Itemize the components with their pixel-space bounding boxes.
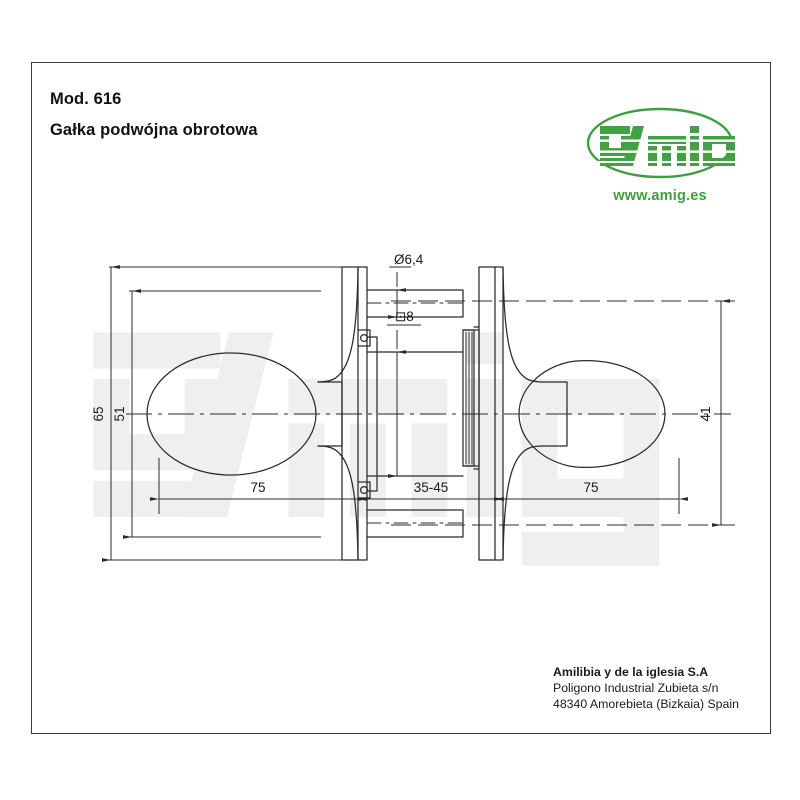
amig-logo-icon — [586, 107, 740, 179]
dimension-65: 65 — [91, 406, 106, 421]
left-knob-ball — [146, 352, 317, 476]
brand-logo-block: www.amig.es — [570, 104, 750, 204]
company-footer-block: Amilibia y de la iglesia S.A Poligono In… — [553, 664, 739, 713]
right-ball-extent-guides — [391, 300, 737, 526]
company-name: Amilibia y de la iglesia S.A — [553, 665, 709, 679]
square-spindle-bar — [366, 336, 464, 492]
right-knob-ball — [518, 359, 666, 469]
background-watermark — [93, 332, 660, 566]
company-address-line-1: Poligono Industrial Zubieta s/n — [553, 681, 719, 696]
technical-drawing-area: 65 51 41 Ø6,4 ⊡8 — [31, 62, 771, 734]
title-block: Mod. 616 Gałka podwójna obrotowa — [50, 88, 258, 143]
bottom-horizontal-dimensions — [150, 458, 688, 560]
dimension-hole-diameter: Ø6,4 — [394, 252, 424, 267]
square-spindle-dimension — [387, 324, 421, 478]
company-address-line-2: 48340 Amorebieta (Bizkaia) Spain — [553, 697, 739, 712]
dimension-door-thickness: 35-45 — [414, 480, 449, 495]
dimension-square-spindle: ⊡8 — [395, 309, 414, 324]
hole-diameter-dimension — [388, 266, 411, 319]
left-vertical-dimensions — [102, 265, 361, 562]
lower-screw-rod — [366, 509, 464, 538]
product-name: Gałka podwójna obrotowa — [50, 120, 258, 139]
brand-website-url[interactable]: www.amig.es — [613, 188, 707, 204]
dimension-right-length: 75 — [583, 480, 598, 495]
model-label: Mod. 616 — [50, 90, 122, 108]
dimension-left-length: 75 — [250, 480, 265, 495]
dimension-41: 41 — [698, 406, 713, 421]
upper-screw-rod — [366, 289, 464, 318]
dimension-51: 51 — [112, 406, 127, 421]
